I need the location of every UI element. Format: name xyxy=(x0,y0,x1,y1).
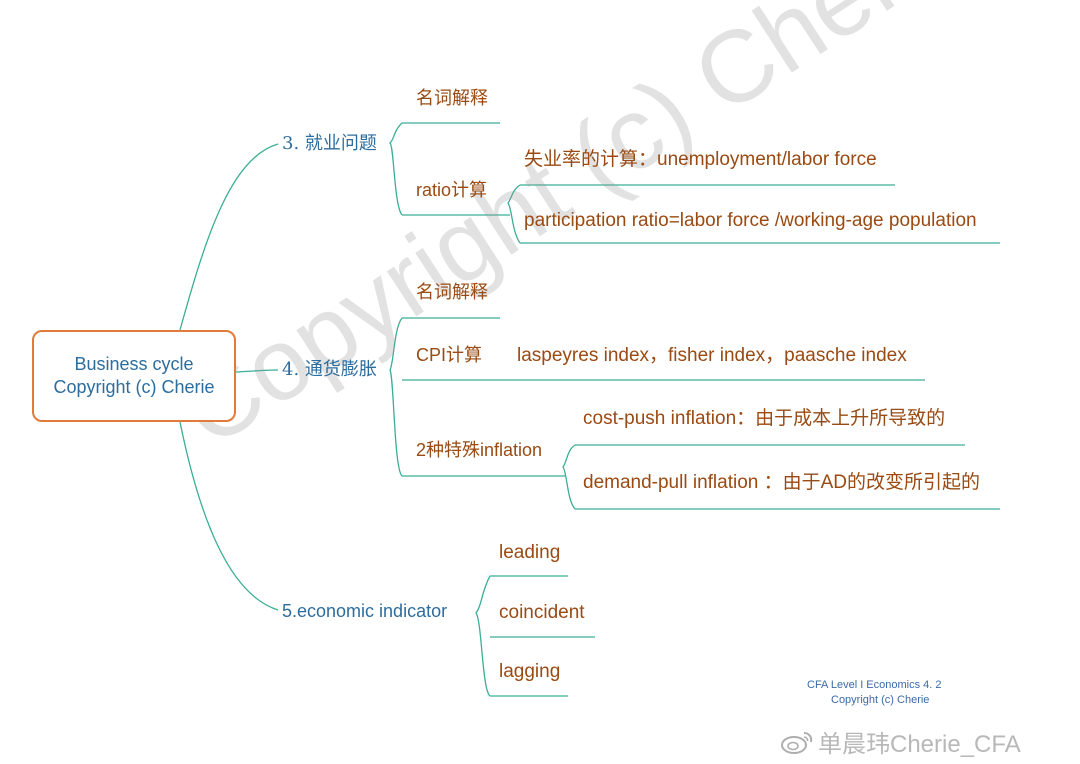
connector-root-inflation xyxy=(235,369,279,373)
indicator-coincident: coincident xyxy=(499,602,585,623)
demand-pull-inflation: demand-pull inflation ：由于AD的改变所引起的 xyxy=(583,472,981,493)
unemployment-rate-formula: 失业率的计算：unemployment/labor force xyxy=(524,149,877,170)
bracket-special xyxy=(562,444,576,510)
cpi-index-types: laspeyres index，fisher index，paasche ind… xyxy=(517,345,907,366)
root-node: Business cycle Copyright (c) Cherie xyxy=(32,330,236,422)
footer-course: CFA Level I Economics 4. 2 xyxy=(807,679,942,691)
employment-definitions-label: 名词解释 xyxy=(416,88,488,109)
bracket-employment xyxy=(388,122,403,216)
branch-inflation-title: 4. 通货膨胀 xyxy=(282,359,377,380)
cpi-calc-label: CPI计算 xyxy=(416,345,483,365)
weibo-icon xyxy=(780,729,814,762)
footer-copyright: Copyright (c) Cherie xyxy=(831,694,930,706)
branch-indicator-title: 5.economic indicator xyxy=(282,601,448,621)
connector-lines xyxy=(179,122,1000,697)
special-inflation-label: 2种特殊inflation xyxy=(416,440,543,460)
branch-employment-title: 3. 就业问题 xyxy=(282,133,377,154)
bracket-ratio xyxy=(507,184,521,244)
connector-root-employment xyxy=(179,143,279,331)
indicator-lagging: lagging xyxy=(499,661,561,682)
participation-ratio-formula: participation ratio=labor force /working… xyxy=(524,210,977,231)
weibo-watermark: 单晨玮Cherie_CFA xyxy=(780,724,1021,762)
ratio-calc-label: ratio计算 xyxy=(416,180,488,200)
root-copyright: Copyright (c) Cherie xyxy=(53,377,215,397)
bracket-indicator xyxy=(475,575,491,697)
connector-root-indicator xyxy=(179,421,279,611)
indicator-leading: leading xyxy=(499,542,561,563)
inflation-definitions-label: 名词解释 xyxy=(416,282,488,303)
root-title: Business cycle xyxy=(74,354,194,374)
bracket-inflation xyxy=(389,317,403,477)
weibo-handle: 单晨玮Cherie_CFA xyxy=(818,731,1021,758)
cost-push-inflation: cost-push inflation：由于成本上升所导致的 xyxy=(583,408,946,429)
